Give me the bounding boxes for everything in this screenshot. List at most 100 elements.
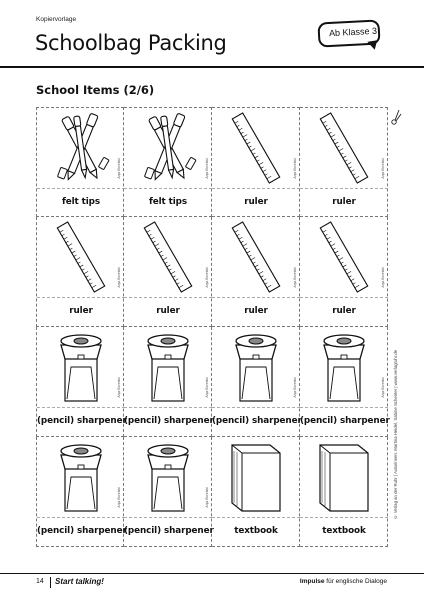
item-card: textbook xyxy=(300,437,388,547)
illustrator-credit: Anja Boretzki xyxy=(381,267,385,288)
sharpener-icon xyxy=(147,444,189,512)
item-label: felt tips xyxy=(62,197,100,207)
illustrator-credit: Anja Boretzki xyxy=(117,377,121,398)
page-title: Schoolbag Packing xyxy=(35,31,227,55)
item-card: Anja Boretzki ruler xyxy=(300,107,388,217)
illustrator-credit: Anja Boretzki xyxy=(293,377,297,398)
caption-divider xyxy=(300,407,388,408)
illustrator-credit: Anja Boretzki xyxy=(117,267,121,288)
item-picture xyxy=(37,327,125,407)
caption-divider xyxy=(300,188,388,189)
sharpener-icon xyxy=(323,334,365,402)
caption-divider xyxy=(212,188,300,189)
caption-divider xyxy=(300,297,388,298)
item-label: (pencil) sharpener xyxy=(124,526,214,536)
caption-divider xyxy=(37,407,125,408)
item-label: (pencil) sharpener xyxy=(212,416,302,426)
item-card: Anja Boretzki ruler xyxy=(212,217,300,327)
item-card: Anja Boretzki (pencil) sharpener xyxy=(36,437,127,547)
item-card: Anja Boretzki(pencil) sharpener xyxy=(36,327,127,437)
item-label: (pencil) sharpener xyxy=(124,416,214,426)
item-card: Anja Boretzki (pencil) sharpener xyxy=(124,327,214,437)
textbook-icon xyxy=(231,444,281,512)
illustrator-credit: Anja Boretzki xyxy=(117,487,121,508)
item-card: Anja Boretzki (pencil) sharpener xyxy=(212,327,302,437)
textbook-icon xyxy=(319,444,369,512)
caption-divider xyxy=(37,188,125,189)
ruler-icon xyxy=(231,112,281,184)
caption-divider xyxy=(300,517,388,518)
item-picture xyxy=(124,437,212,517)
illustrator-credit: Anja Boretzki xyxy=(381,158,385,179)
item-card: Anja Boretzki (pencil) sharpener xyxy=(124,437,214,547)
caption-divider xyxy=(124,517,212,518)
sharpener-icon xyxy=(60,444,102,512)
ruler-icon xyxy=(231,221,281,293)
book-title: Impulse für englische Dialoge xyxy=(300,578,387,585)
item-label: ruler xyxy=(332,197,356,207)
illustrator-credit: Anja Boretzki xyxy=(293,267,297,288)
ruler-icon xyxy=(143,221,193,293)
illustrator-credit: Anja Boretzki xyxy=(381,377,385,398)
item-picture xyxy=(212,437,300,517)
item-label: textbook xyxy=(234,526,278,536)
illustrator-credit: Anja Boretzki xyxy=(205,267,209,288)
item-label: (pencil) sharpener xyxy=(300,416,390,426)
illustrator-credit: Anja Boretzki xyxy=(205,158,209,179)
item-label: ruler xyxy=(244,197,268,207)
item-label: ruler xyxy=(332,306,356,316)
item-card: Anja Boretzki felt tips xyxy=(36,107,125,217)
item-card: textbook xyxy=(212,437,300,547)
item-picture xyxy=(300,327,388,407)
item-card: Anja Boretzki felt tips xyxy=(124,107,212,217)
grade-badge: Ab Klasse 3 xyxy=(317,19,384,53)
item-card: Anja Boretzki ruler xyxy=(212,107,300,217)
item-picture xyxy=(300,108,388,188)
item-card: Anja Boretzki (pencil) sharpener xyxy=(300,327,390,437)
section-title: School Items (2/6) xyxy=(36,83,155,97)
series-name: Start talking! xyxy=(55,577,104,586)
illustrator-credit: Anja Boretzki xyxy=(205,487,209,508)
item-picture xyxy=(212,327,300,407)
item-picture xyxy=(37,217,125,297)
ruler-icon xyxy=(56,221,106,293)
caption-divider xyxy=(212,407,300,408)
item-label: ruler xyxy=(69,306,93,316)
item-picture xyxy=(300,437,388,517)
item-label: (pencil) sharpener xyxy=(37,526,127,536)
felt-tips-icon xyxy=(56,112,110,182)
sharpener-icon xyxy=(235,334,277,402)
sharpener-icon xyxy=(60,334,102,402)
item-picture xyxy=(300,217,388,297)
item-picture xyxy=(124,217,212,297)
kopiervorlage-label: Kopiervorlage xyxy=(36,16,77,23)
item-card: Anja Boretzki ruler xyxy=(124,217,212,327)
item-label: textbook xyxy=(322,526,366,536)
item-card: Anja Boretzki ruler xyxy=(300,217,388,327)
illustrator-credit: Anja Boretzki xyxy=(293,158,297,179)
item-picture xyxy=(212,108,300,188)
scissors-icon xyxy=(391,109,402,125)
sharpener-icon xyxy=(147,334,189,402)
caption-divider xyxy=(124,188,212,189)
illustrator-credit: Anja Boretzki xyxy=(205,377,209,398)
item-label: felt tips xyxy=(149,197,187,207)
caption-divider xyxy=(124,407,212,408)
item-label: ruler xyxy=(244,306,268,316)
ruler-icon xyxy=(319,221,369,293)
illustrator-credit: Anja Boretzki xyxy=(117,158,121,179)
item-picture xyxy=(212,217,300,297)
item-picture xyxy=(124,108,212,188)
book-title-bold: Impulse xyxy=(299,578,325,585)
book-title-rest: für englische Dialoge xyxy=(324,578,387,585)
item-picture xyxy=(124,327,212,407)
item-label: ruler xyxy=(156,306,180,316)
page-number: 14 xyxy=(36,578,44,585)
caption-divider xyxy=(212,517,300,518)
felt-tips-icon xyxy=(143,112,197,182)
caption-divider xyxy=(37,517,125,518)
caption-divider xyxy=(37,297,125,298)
item-picture xyxy=(37,437,125,517)
caption-divider xyxy=(212,297,300,298)
